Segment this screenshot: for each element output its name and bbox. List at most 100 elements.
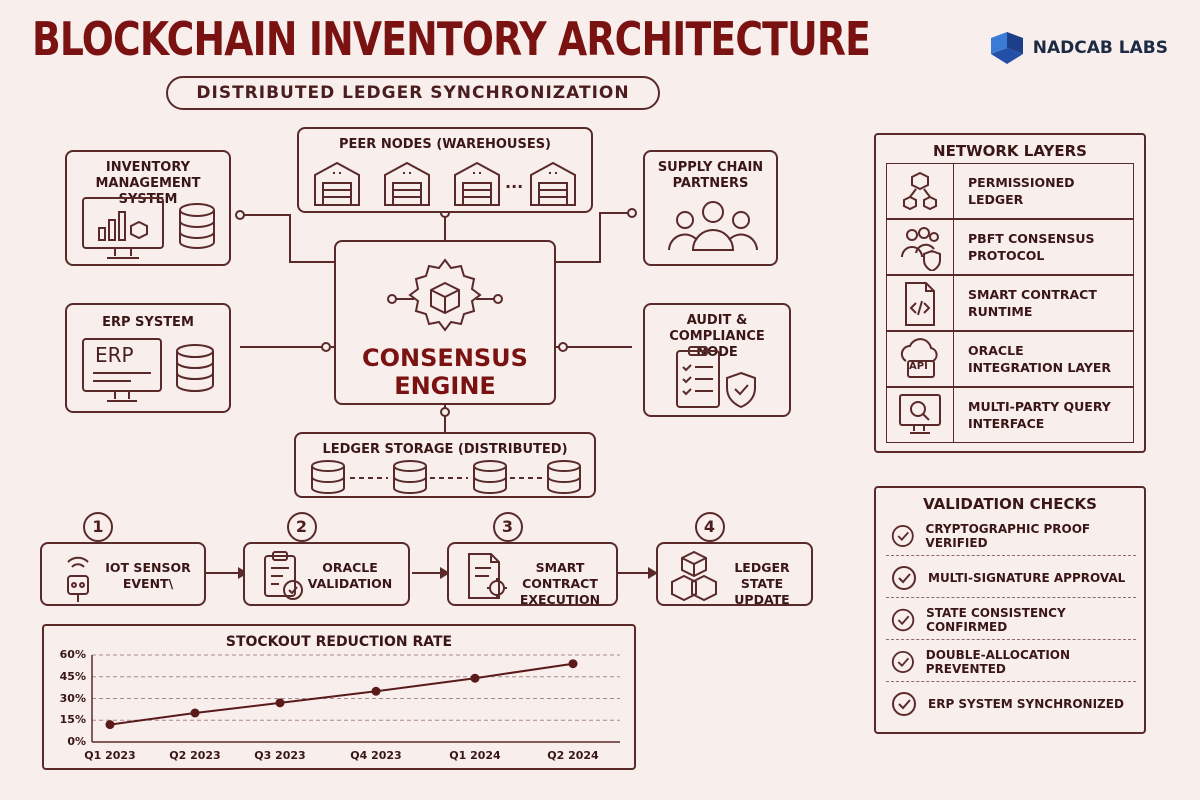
step-oracle-icon [264,551,303,600]
check-circle-icon [891,524,914,547]
erp-system-label: ERP SYSTEM [102,315,194,330]
validation-check-row: ERP SYSTEM SYNCHRONIZED [886,684,1136,724]
layer-icon [901,227,941,271]
x-tick-label: Q2 2024 [547,749,599,762]
layer-icon-wrap [887,220,954,274]
network-layer-row: SMART CONTRACT RUNTIME [886,275,1134,331]
validation-check-row: MULTI-SIGNATURE APPROVAL [886,558,1136,598]
ledger-storage-node: LEDGER STORAGE (DISTRIBUTED) [294,432,596,498]
connector-dot [627,208,637,218]
check-circle-icon [891,608,915,631]
network-layers-title: NETWORK LAYERS [933,142,1087,160]
validation-checks-panel: VALIDATION CHECKS [874,486,1146,734]
x-tick-label: Q1 2023 [84,749,136,762]
supply-chain-partners-node: SUPPLY CHAIN PARTNERS [643,150,778,266]
step-box-4: LEDGER STATE UPDATE [656,542,813,607]
supply-chain-partners-label: SUPPLY CHAIN PARTNERS [657,160,764,191]
erp-screen-text: ERP [95,343,134,367]
step-iot-icon [67,556,89,602]
connector-dot [321,342,331,352]
consensus-engine-node: CONSENSUS ENGINE [334,240,556,405]
step-number-2: 2 [286,512,317,542]
network-layer-row: PBFT CONSENSUS PROTOCOL [886,219,1134,275]
step-label: IOT SENSOR EVENT\ [105,560,191,591]
ellipsis-text: ... [505,173,524,192]
step-contract-icon [468,553,507,599]
page-title: BLOCKCHAIN INVENTORY ARCHITECTURE [32,12,871,66]
step-number-3: 3 [492,512,523,542]
peer-nodes-label: PEER NODES (WAREHOUSES) [339,137,551,152]
engine-label-line1: CONSENSUS [362,344,528,372]
inventory-system-node: INVENTORY MANAGEMENT SYSTEM [65,150,231,266]
brand-name: NADCAB LABS [1032,38,1168,58]
y-tick-label: 30% [59,691,86,705]
validation-check-row: DOUBLE-ALLOCATION PREVENTED [886,642,1136,682]
ledger-storage-label: LEDGER STORAGE (DISTRIBUTED) [322,442,568,457]
connector-dot [558,342,568,352]
chart-title: STOCKOUT REDUCTION RATE [225,634,453,650]
warehouse-icons [314,161,576,206]
database-chain-icon [311,460,581,494]
audit-compliance-label: AUDIT & COMPLIANCE NODE [669,313,765,360]
nadcab-logo-icon [990,32,1023,64]
y-tick-label: 45% [59,669,86,683]
check-circle-icon [892,565,916,590]
step-blocks-icon [671,550,717,602]
step-number-4: 4 [694,512,725,542]
layer-icon [905,282,935,326]
check-circle-icon [891,650,914,673]
y-tick-label: 60% [59,648,86,661]
peer-nodes-node: PEER NODES (WAREHOUSES) ... [297,127,593,213]
x-tick-label: Q4 2023 [350,749,402,762]
validation-check-row: STATE CONSISTENCY CONFIRMED [886,600,1136,640]
step-box-2: ORACLE VALIDATION [243,542,410,606]
layer-icon-wrap [887,388,954,442]
engine-label-line2: ENGINE [394,372,496,400]
validation-check-label: CRYPTOGRAPHIC PROOF VERIFIED [925,521,1091,550]
people-group-icon [668,201,758,251]
validation-check-label: STATE CONSISTENCY CONFIRMED [926,605,1066,634]
page-subtitle: DISTRIBUTED LEDGER SYNCHRONIZATION [166,76,660,110]
validation-check-row: CRYPTOGRAPHIC PROOF VERIFIED [886,516,1136,556]
check-circle-icon [892,692,916,716]
api-label: API [909,361,928,372]
network-layers-panel: NETWORK LAYERS [874,133,1146,453]
gear-cube-icon [387,258,503,332]
layer-icon [900,338,938,378]
y-tick-label: 0% [67,735,86,748]
network-layer-row: API ORACLE INTEGRATION LAYER [886,331,1134,387]
step-box-1: IOT SENSOR EVENT\ [40,542,206,606]
connector-dot [235,210,245,220]
x-tick-label: Q1 2024 [449,749,501,762]
clipboard-shield-icon [676,346,756,409]
layer-icon [899,394,941,434]
network-layer-label: ORACLE INTEGRATION LAYER [968,343,1112,375]
x-tick-label: Q3 2023 [254,749,306,762]
network-layer-label: MULTI-PARTY QUERY INTERFACE [968,399,1111,431]
validation-check-label: ERP SYSTEM SYNCHRONIZED [928,697,1124,711]
step-label: SMART CONTRACT EXECUTION [519,560,601,607]
validation-check-label: MULTI-SIGNATURE APPROVAL [928,570,1126,585]
layer-icon-wrap [887,332,954,386]
inventory-system-label: INVENTORY MANAGEMENT SYSTEM [95,160,201,207]
network-layer-row: MULTI-PARTY QUERY INTERFACE [886,387,1134,443]
step-box-3: SMART CONTRACT EXECUTION [447,542,618,607]
network-layer-label: SMART CONTRACT RUNTIME [968,287,1097,319]
audit-compliance-node: AUDIT & COMPLIANCE NODE [643,303,791,417]
connector-dot [440,407,450,417]
validation-check-label: DOUBLE-ALLOCATION PREVENTED [925,647,1071,676]
step-label: ORACLE VALIDATION [307,560,393,591]
x-tick-label: Q2 2023 [169,749,221,762]
validation-checks-title: VALIDATION CHECKS [923,495,1097,513]
erp-system-node: ERP SYSTEM ERP [65,303,231,413]
brand-logo: NADCAB LABS [989,30,1168,66]
step-number-1: 1 [83,512,113,542]
monitor-chart-icon [82,197,215,259]
network-layer-label: PERMISSIONED LEDGER [968,175,1075,207]
layer-icon-wrap [887,164,954,218]
step-label: LEDGER STATE UPDATE [734,560,790,607]
network-layer-row: PERMISSIONED LEDGER [886,163,1134,219]
layer-icon [903,171,937,211]
layer-icon-wrap [887,276,954,330]
